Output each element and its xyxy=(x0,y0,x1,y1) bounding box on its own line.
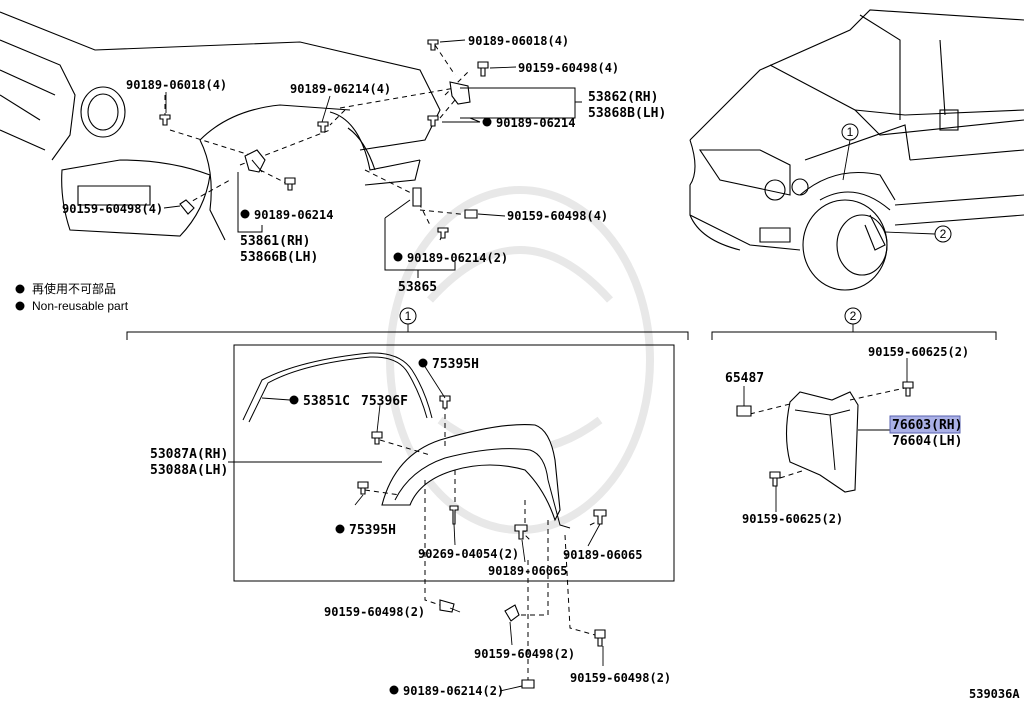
label-53861[interactable]: 53861(RH) xyxy=(240,234,310,249)
bolt-icon xyxy=(439,599,455,613)
label-53865[interactable]: 53865 xyxy=(398,280,437,295)
molding-strip-illustration xyxy=(242,352,433,423)
rivet-icon xyxy=(449,505,459,525)
label-90189-06018-left[interactable]: 90189-06018(4) xyxy=(126,78,227,92)
label-90159-60625-bottom[interactable]: 90159-60625(2) xyxy=(742,512,843,526)
callout-2-truck: 2 xyxy=(934,225,952,243)
part-labels: 90189-06018(4) 90159-60498(4) 53862(RH) … xyxy=(62,34,1020,701)
label-90269-04054[interactable]: 90269-04054(2) xyxy=(418,547,519,561)
label-75395h-bottom[interactable]: 75395H xyxy=(349,523,396,538)
label-90189-06214-2[interactable]: 90189-06214(2) xyxy=(407,251,508,265)
label-90159-60498-top[interactable]: 90159-60498(4) xyxy=(518,61,619,75)
nonreusable-dot xyxy=(289,395,299,405)
label-90189-06065-b[interactable]: 90189-06065 xyxy=(563,548,642,562)
bolt-icon xyxy=(179,199,195,215)
label-53851c[interactable]: 53851C xyxy=(303,394,350,409)
callout-1-truck: 1 xyxy=(841,123,859,141)
fasteners-top xyxy=(159,39,489,239)
bolt-icon xyxy=(504,604,520,622)
label-90189-06065-a[interactable]: 90189-06065 xyxy=(488,564,567,578)
bolt-icon xyxy=(902,381,914,397)
label-75396f[interactable]: 75396F xyxy=(361,394,408,409)
section-2-bracket: 2 xyxy=(711,307,997,340)
leader-lines-section-2 xyxy=(749,387,906,479)
bracket-icon xyxy=(412,187,422,207)
fasteners-section-2 xyxy=(736,381,914,487)
clip-icon xyxy=(159,114,171,126)
leader-lines-top xyxy=(164,44,471,241)
callout-1-text: 1 xyxy=(847,125,854,139)
label-90159-60625-top[interactable]: 90159-60625(2) xyxy=(868,345,969,359)
label-90159-60498-mid[interactable]: 90159-60498(4) xyxy=(507,209,608,223)
nonreusable-dot xyxy=(482,117,492,127)
label-53087a[interactable]: 53087A(RH) xyxy=(150,447,228,462)
bolt-icon xyxy=(477,61,489,77)
label-76604[interactable]: 76604(LH) xyxy=(892,434,962,449)
clip-icon xyxy=(593,509,607,525)
clip-icon xyxy=(736,405,752,417)
bolt-icon xyxy=(594,629,606,647)
nonreusable-dot xyxy=(240,209,250,219)
section-1-callout: 1 xyxy=(405,309,412,323)
bolt-icon xyxy=(284,177,296,191)
label-76603[interactable]: 76603(RH) xyxy=(892,418,962,433)
bolt-icon xyxy=(371,431,383,445)
truck-illustration xyxy=(689,9,1024,291)
label-65487[interactable]: 65487 xyxy=(725,371,764,386)
bolt-icon xyxy=(769,471,781,487)
section-1-bracket: 1 xyxy=(126,307,689,340)
label-90159-60498-2b[interactable]: 90159-60498(2) xyxy=(474,647,575,661)
label-90189-06214-top[interactable]: 90189-06214 xyxy=(496,116,575,130)
clip-icon xyxy=(514,524,528,540)
clip-icon xyxy=(437,227,449,239)
label-leaders xyxy=(163,39,908,692)
section-2-callout: 2 xyxy=(850,309,857,323)
label-90189-06018-top[interactable]: 90189-06018(4) xyxy=(468,34,569,48)
clip-icon xyxy=(439,395,451,409)
label-90189-06214-left[interactable]: 90189-06214 xyxy=(254,208,333,222)
label-53862[interactable]: 53862(RH) xyxy=(588,90,658,105)
legend-jp-text: 再使用不可部品 xyxy=(32,281,116,296)
nonreusable-dot xyxy=(335,524,345,534)
nonreusable-dot xyxy=(418,358,428,368)
label-53868b[interactable]: 53868B(LH) xyxy=(588,106,666,121)
label-90159-60498-2c[interactable]: 90159-60498(2) xyxy=(570,671,671,685)
label-90189-06214-4[interactable]: 90189-06214(4) xyxy=(290,82,391,96)
bolt-icon xyxy=(357,481,369,495)
clip-icon xyxy=(427,39,439,51)
label-53088a[interactable]: 53088A(LH) xyxy=(150,463,228,478)
nonreusable-dot xyxy=(393,252,403,262)
leader-lines-section-1 xyxy=(364,405,601,680)
fender-flare-illustration xyxy=(381,424,571,529)
clip-icon xyxy=(521,679,535,689)
label-90159-60498-left[interactable]: 90159-60498(4) xyxy=(62,202,163,216)
fasteners-section-1 xyxy=(357,395,607,689)
label-90189-06214-2-bottom[interactable]: 90189-06214(2) xyxy=(403,684,504,698)
clip-icon xyxy=(317,121,329,133)
bolt-icon xyxy=(464,209,478,219)
mudguard-illustration xyxy=(785,391,859,493)
legend: 再使用不可部品 Non-reusable part xyxy=(15,281,129,313)
clip-icon xyxy=(427,115,439,127)
nonreusable-dot xyxy=(389,685,399,695)
callout-2-text: 2 xyxy=(940,227,947,241)
section-1-box xyxy=(233,344,675,582)
bracket-icon xyxy=(244,149,266,173)
legend-en-text: Non-reusable part xyxy=(32,299,129,313)
bracket-icon xyxy=(449,81,471,105)
highlight-76603 xyxy=(889,415,961,434)
label-75395h-top[interactable]: 75395H xyxy=(432,357,479,372)
label-53866b[interactable]: 53866B(LH) xyxy=(240,250,318,265)
diagram-id: 539036A xyxy=(969,687,1020,701)
front-bumper-illustration xyxy=(0,11,441,241)
grouping-brackets xyxy=(237,87,582,278)
label-90159-60498-2a[interactable]: 90159-60498(2) xyxy=(324,605,425,619)
